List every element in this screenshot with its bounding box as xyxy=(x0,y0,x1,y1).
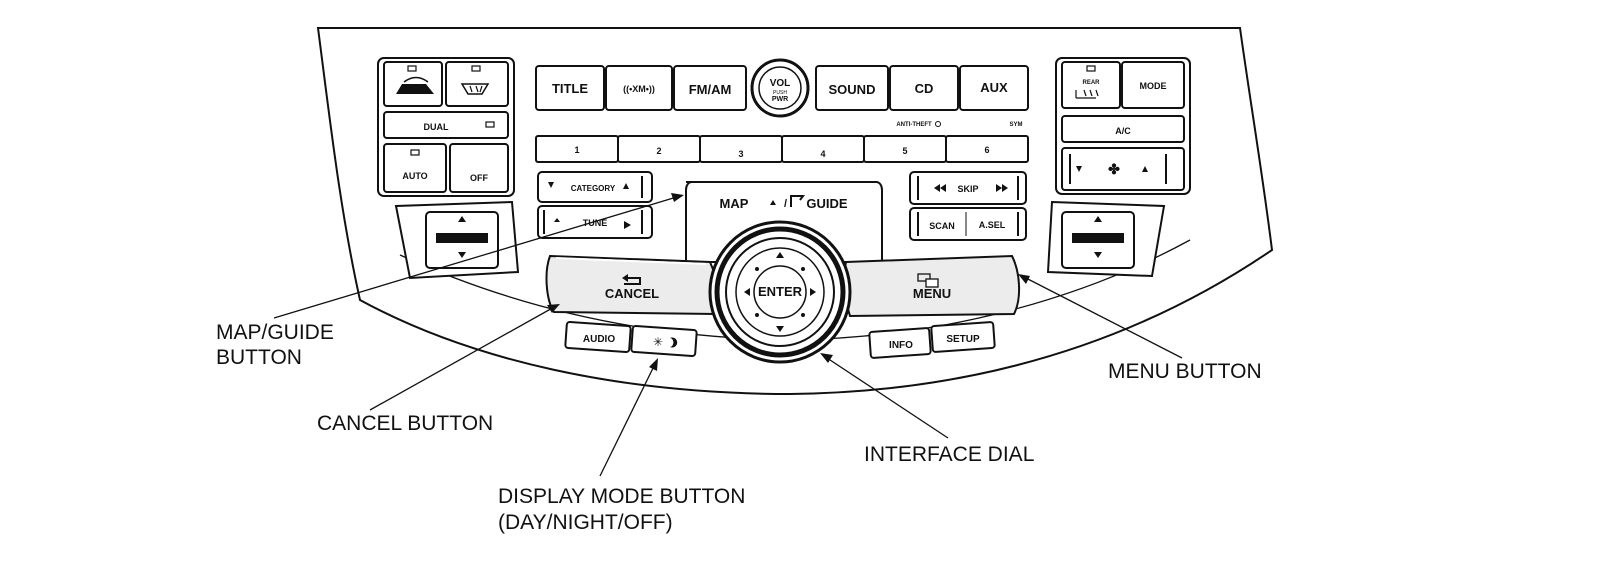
setup-button[interactable] xyxy=(930,321,996,353)
preset-row: 1 2 3 4 5 6 xyxy=(535,135,1029,163)
rear-label: REAR xyxy=(1082,80,1100,86)
defrost-icon xyxy=(460,83,490,95)
enter-label: ENTER xyxy=(758,284,803,299)
sym-label: SYM xyxy=(1009,122,1022,128)
xm-button[interactable] xyxy=(605,65,673,111)
map-guide-arrow-icon xyxy=(770,200,776,205)
slash-glyph: / xyxy=(784,198,787,210)
guide-label: GUIDE xyxy=(806,196,848,211)
volume-power-knob[interactable]: VOL PUSH PWR xyxy=(750,58,810,118)
right-climate-cluster: REAR MODE A/C ✤ xyxy=(1055,57,1191,195)
title-button[interactable] xyxy=(535,65,605,111)
callout-map-guide-line2: BUTTON xyxy=(216,346,302,369)
ac-button[interactable] xyxy=(1061,115,1185,143)
tune-label: TUNE xyxy=(583,218,608,228)
menu-label: MENU xyxy=(913,286,951,301)
preset-label: 3 xyxy=(738,149,743,159)
callout-menu: MENU BUTTON xyxy=(1108,360,1262,383)
dual-button[interactable] xyxy=(383,111,509,139)
asel-label: A.SEL xyxy=(979,220,1006,230)
vol-label: VOL xyxy=(770,78,791,89)
sound-button[interactable] xyxy=(815,65,889,111)
xm-label: ((•XM•)) xyxy=(623,84,655,94)
car-recirculation-icon xyxy=(396,76,434,94)
auto-label: AUTO xyxy=(402,171,427,181)
menu-button[interactable]: MENU xyxy=(842,254,1020,318)
preset-label: 1 xyxy=(574,145,579,155)
enter-button[interactable] xyxy=(753,265,807,319)
preset-label: 5 xyxy=(902,146,907,156)
setup-label: SETUP xyxy=(946,334,980,345)
antitheft-indicator xyxy=(935,121,941,127)
left-climate-cluster: DUAL AUTO OFF xyxy=(377,57,515,197)
sound-label: SOUND xyxy=(829,82,876,97)
callout-display-mode: DISPLAY MODE BUTTON xyxy=(498,485,745,508)
right-temperature-rocker[interactable] xyxy=(1046,200,1166,278)
vol-push-label: PUSH xyxy=(773,90,787,96)
fan-speed-rocker[interactable]: ✤ xyxy=(1061,147,1185,191)
skip-rocker[interactable]: SKIP xyxy=(909,171,1027,205)
info-button[interactable] xyxy=(868,327,932,359)
antitheft-label: ANTI-THEFT xyxy=(896,122,932,128)
audio-display-group: AUDIO ✳ xyxy=(564,321,698,357)
cd-button[interactable] xyxy=(889,65,959,111)
off-label: OFF xyxy=(470,173,488,183)
back-arrow-icon xyxy=(624,277,641,285)
preset-button[interactable] xyxy=(945,135,1029,163)
dial-left-arrow xyxy=(744,288,750,296)
cancel-label: CANCEL xyxy=(605,286,659,301)
ac-label: A/C xyxy=(1115,126,1131,136)
title-label: TITLE xyxy=(552,81,588,96)
vol-pwr-label: PWR xyxy=(772,96,788,103)
dial-right-arrow xyxy=(810,288,816,296)
dual-label: DUAL xyxy=(424,122,449,132)
callout-map-guide: MAP/GUIDE xyxy=(216,321,334,344)
audio-label: AUDIO xyxy=(583,334,615,345)
dial-up-arrow xyxy=(776,252,784,258)
svg-text:✳: ✳ xyxy=(653,335,663,349)
rear-climate-icon xyxy=(1075,89,1099,99)
cd-label: CD xyxy=(915,81,934,96)
mode-button[interactable] xyxy=(1121,61,1185,109)
preset-label: 2 xyxy=(656,146,661,156)
preset-label: 6 xyxy=(984,145,989,155)
aux-button[interactable] xyxy=(959,65,1029,111)
map-label: MAP xyxy=(720,196,749,211)
menu-screen-icon xyxy=(917,273,939,288)
info-label: INFO xyxy=(889,340,913,351)
left-temperature-rocker[interactable] xyxy=(394,200,520,280)
info-setup-group: INFO SETUP xyxy=(868,321,996,359)
fmam-label: FM/AM xyxy=(689,82,732,97)
dial-down-arrow xyxy=(776,326,784,332)
off-button[interactable] xyxy=(449,143,509,193)
scan-label: SCAN xyxy=(929,221,955,231)
cancel-button[interactable]: CANCEL xyxy=(545,254,719,316)
callout-leaders xyxy=(273,193,1183,477)
aux-label: AUX xyxy=(980,80,1008,95)
callout-display-mode-line2: (DAY/NIGHT/OFF) xyxy=(498,511,673,534)
day-night-icon: ✳ xyxy=(653,335,678,349)
fmam-button[interactable] xyxy=(673,65,747,111)
category-rocker[interactable]: CATEGORY xyxy=(537,171,653,203)
interface-dial[interactable]: ENTER xyxy=(708,220,852,364)
audio-top-row: TITLE ((•XM•)) FM/AM VOL PUSH PWR SOUND … xyxy=(535,58,1029,128)
scan-asel-rocker[interactable]: SCAN A.SEL xyxy=(909,207,1027,241)
callout-interface-dial: INTERFACE DIAL xyxy=(864,443,1034,466)
fan-icon: ✤ xyxy=(1108,161,1120,177)
callout-cancel: CANCEL BUTTON xyxy=(317,412,493,435)
auto-button[interactable] xyxy=(383,143,447,193)
display-mode-button[interactable] xyxy=(630,325,698,357)
audio-button[interactable] xyxy=(564,321,632,353)
mode-label: MODE xyxy=(1140,81,1167,91)
guide-flag-icon xyxy=(790,195,805,207)
preset-label: 4 xyxy=(820,149,825,159)
category-label: CATEGORY xyxy=(571,184,616,193)
skip-label: SKIP xyxy=(957,184,978,194)
